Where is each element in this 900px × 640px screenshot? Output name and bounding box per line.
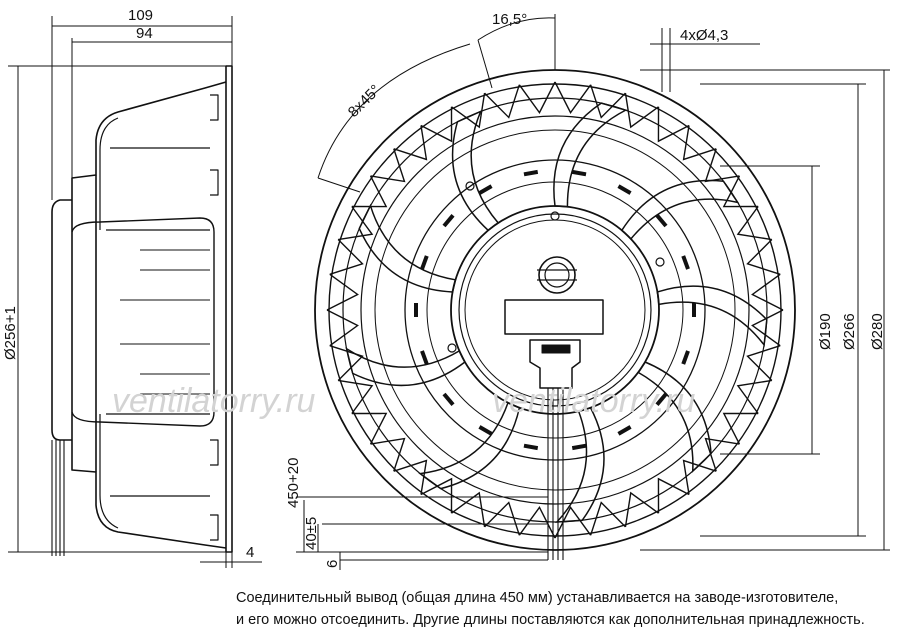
ring-slot — [414, 303, 418, 317]
note-line-2: и его можно отсоединить. Другие длины по… — [236, 612, 865, 628]
dim-angle-holes: 8x45° — [345, 82, 384, 121]
chain-link — [554, 81, 592, 114]
chain-link — [329, 239, 364, 275]
spoke — [451, 109, 500, 232]
ring-slot — [681, 255, 690, 270]
dim-side-overall: 109 — [128, 7, 153, 24]
chain-link — [326, 273, 359, 311]
spoke — [345, 347, 466, 387]
chain-link — [420, 106, 453, 143]
dim-side-body: 94 — [136, 25, 153, 42]
chain-link — [451, 93, 486, 129]
chain-link — [736, 379, 772, 414]
spoke — [553, 102, 628, 208]
ring-slot — [617, 184, 632, 195]
spoke — [418, 401, 521, 490]
chain-link — [682, 125, 717, 161]
chain-link — [326, 309, 359, 347]
ring-slot — [655, 392, 668, 406]
chain-link — [393, 125, 428, 161]
chain-link — [518, 506, 556, 539]
ring-slot — [442, 214, 455, 228]
fan-spokes — [345, 102, 768, 523]
chain-link — [329, 345, 364, 381]
chain-link — [351, 412, 388, 445]
ring-slot — [478, 184, 493, 195]
spoke — [656, 285, 768, 347]
chain-link — [657, 477, 690, 514]
chain-link — [736, 206, 772, 241]
ring-slot — [571, 443, 587, 451]
ring-slot — [420, 350, 429, 365]
chain-link — [657, 106, 690, 143]
chain-link — [704, 437, 740, 472]
chain-link — [351, 175, 388, 208]
chain-link — [624, 491, 659, 527]
chain-link — [722, 175, 759, 208]
chain-link — [338, 206, 374, 241]
chain-link — [393, 459, 428, 495]
dim-mounting-holes: 4xØ4,3 — [680, 27, 728, 44]
chain-link — [751, 309, 784, 347]
connection-note: Соединительный вывод (общая длина 450 мм… — [236, 587, 886, 631]
dim-side-diameter: Ø256+1 — [2, 306, 19, 360]
dim-angle-pitch: 16,5° — [492, 11, 527, 28]
chain-link — [682, 459, 717, 495]
ring-slot — [692, 303, 696, 317]
side-view — [51, 65, 233, 556]
dim-cable-length: 450+20 — [285, 458, 302, 508]
ring-slot — [617, 425, 632, 436]
dim-cable-strip: 40±5 — [303, 517, 320, 550]
dim-diameter-mid: Ø266 — [841, 313, 858, 350]
ring-slot — [523, 169, 539, 177]
ring-slot — [442, 392, 455, 406]
chain-link — [338, 379, 374, 414]
chain-link — [370, 148, 406, 183]
chain-link — [746, 239, 781, 275]
dim-diameter-outer: Ø280 — [869, 313, 886, 350]
ring-slot — [420, 255, 429, 270]
chain-link — [484, 84, 520, 119]
ring-slot — [681, 350, 690, 365]
note-line-1: Соединительный вывод (общая длина 450 мм… — [236, 590, 839, 606]
front-dimension-lines — [296, 14, 890, 570]
dim-diameter-inner: Ø190 — [817, 313, 834, 350]
ring-slot — [523, 443, 539, 451]
spoke — [620, 179, 740, 241]
chain-link — [590, 501, 626, 536]
side-dimension-lines — [8, 16, 262, 568]
spoke — [555, 406, 605, 523]
dim-cable-end: 6 — [324, 560, 341, 568]
chain-link — [704, 148, 740, 183]
chain-link — [518, 81, 556, 114]
chain-link — [722, 412, 759, 445]
spoke — [637, 361, 712, 474]
chain-link — [554, 506, 592, 539]
watermark-left: ventilatorry.ru — [112, 382, 316, 420]
chain-link — [451, 491, 486, 527]
chain-link — [624, 93, 659, 129]
front-view — [314, 69, 796, 560]
chain-link — [751, 273, 784, 311]
chain-link — [370, 437, 406, 472]
chain-link — [420, 477, 453, 514]
fan-slots — [414, 169, 696, 451]
spoke — [358, 203, 457, 293]
dim-flange-thickness: 4 — [246, 544, 254, 561]
watermark-right: ventilatorry.ru — [492, 382, 696, 420]
chain-link — [590, 84, 626, 119]
ring-slot — [478, 425, 493, 436]
chain-link — [746, 345, 781, 381]
ring-slot — [655, 214, 668, 228]
ring-slot — [571, 169, 587, 177]
